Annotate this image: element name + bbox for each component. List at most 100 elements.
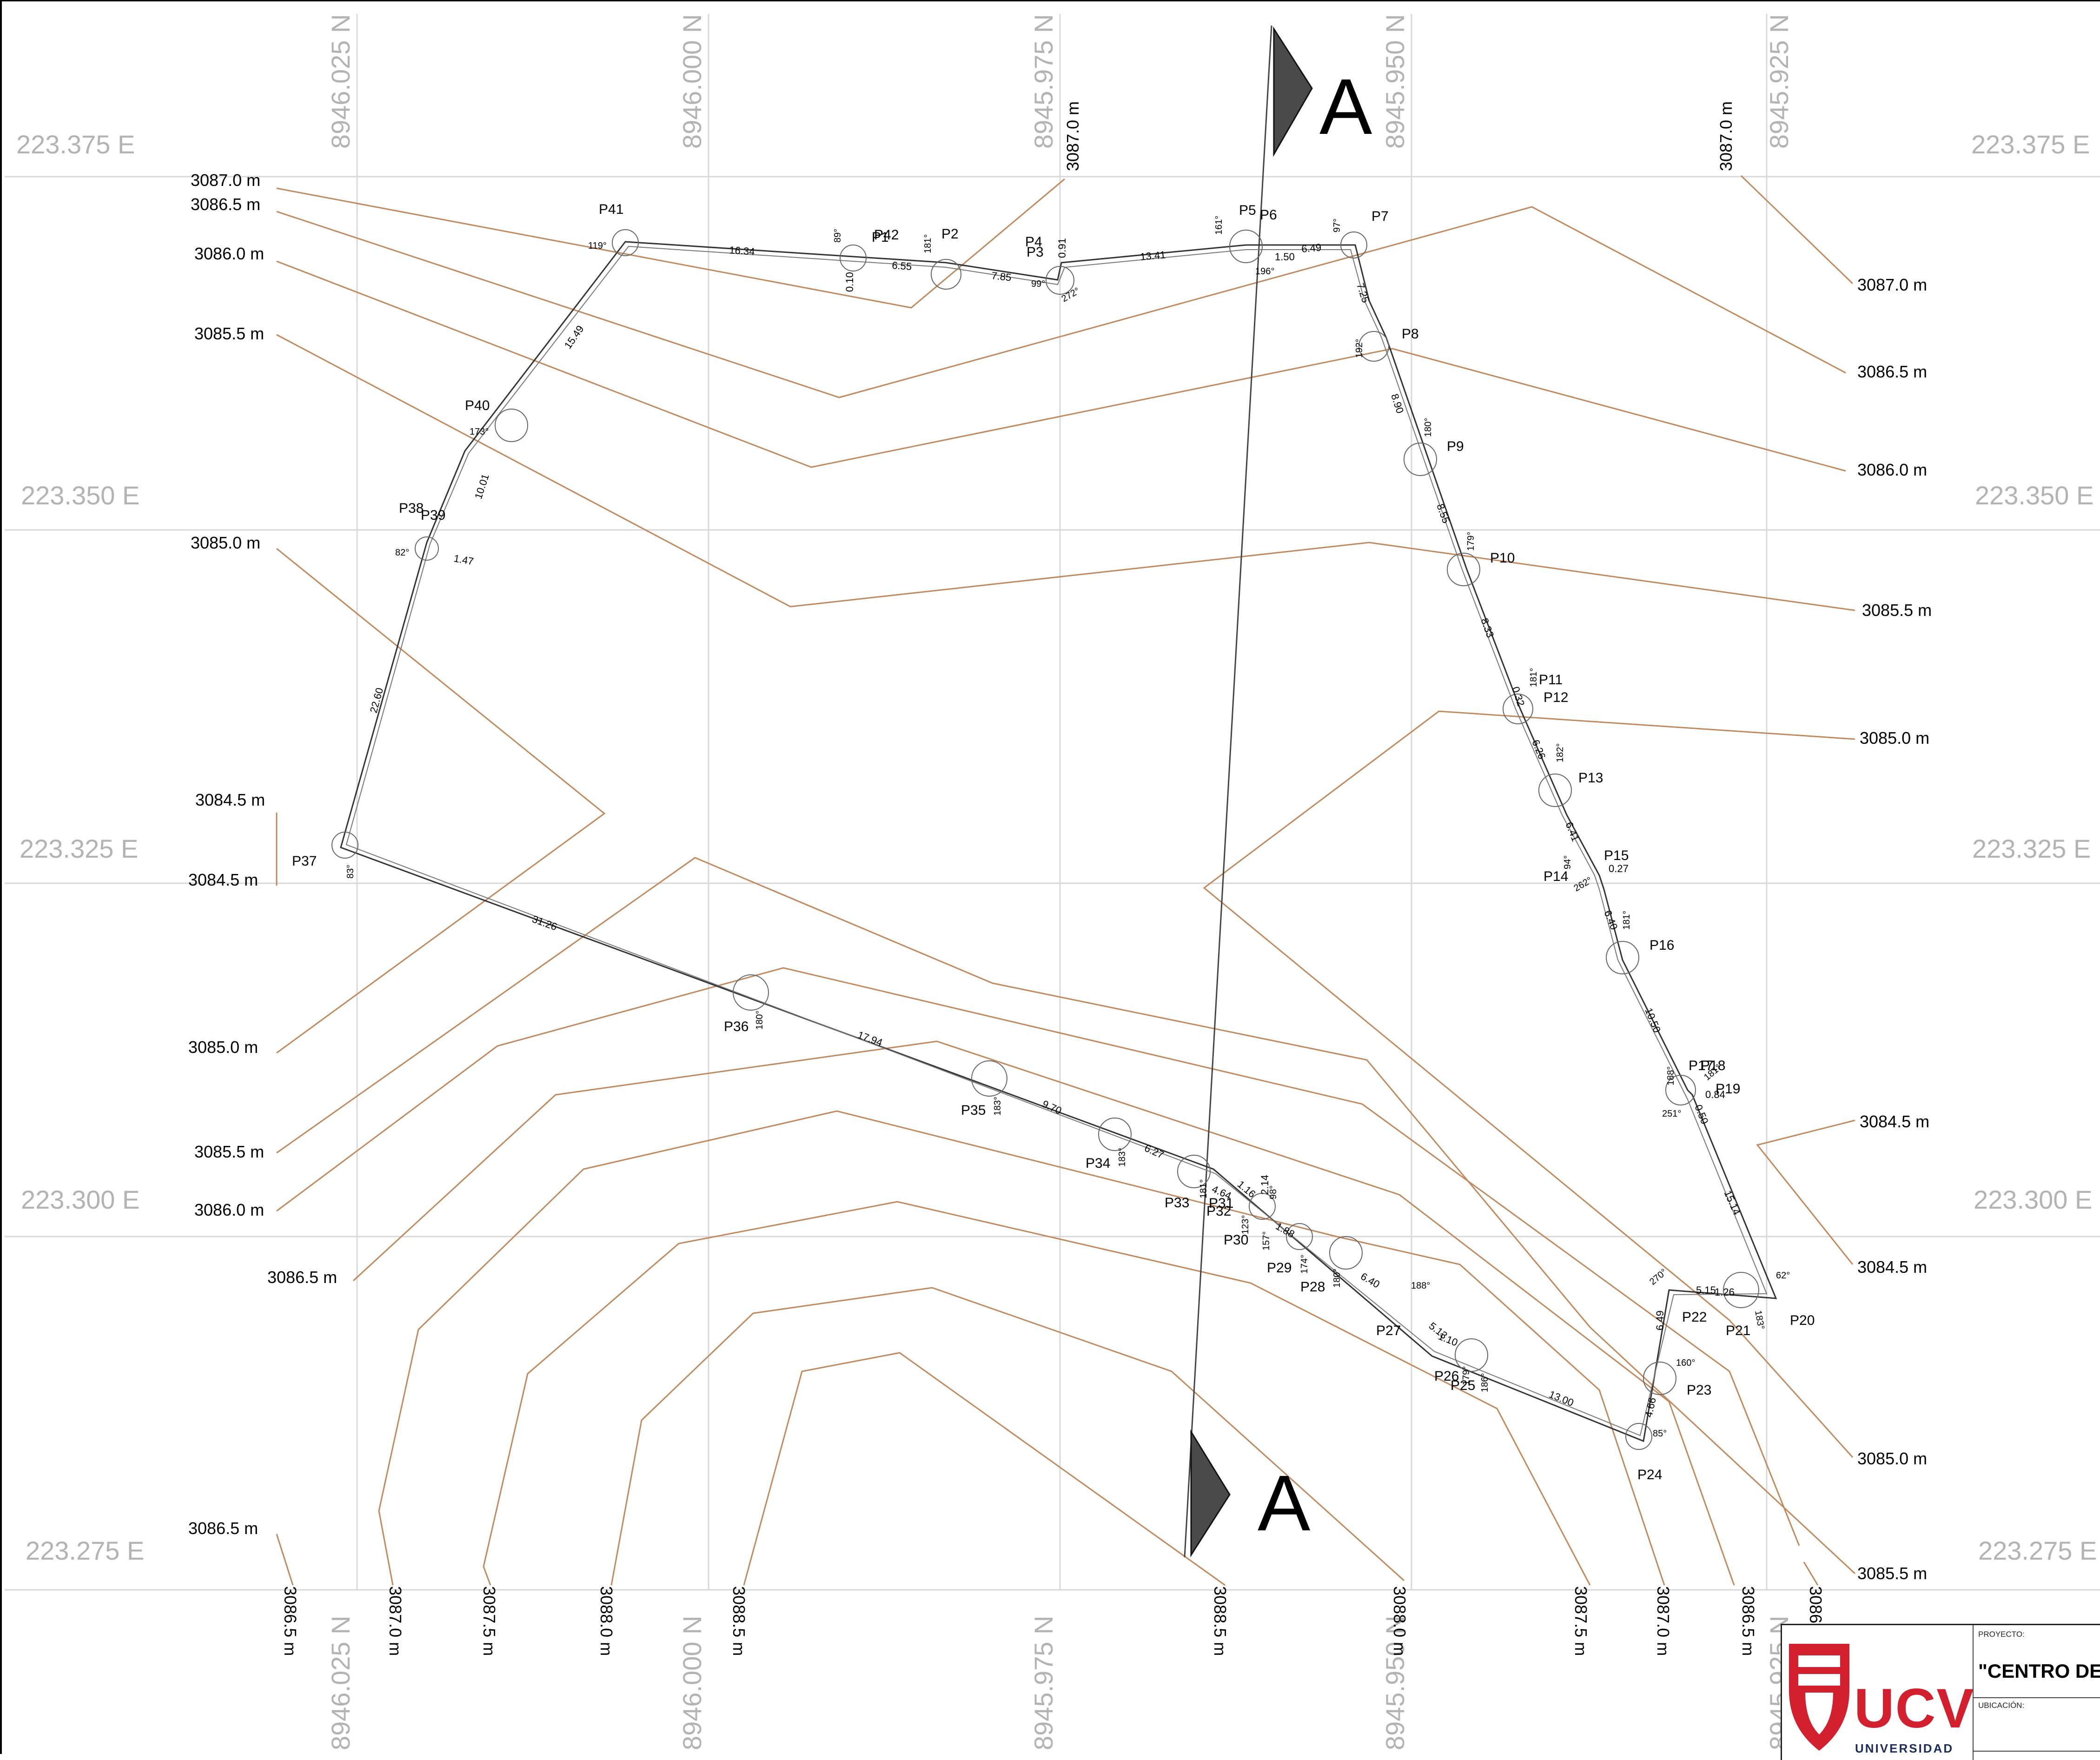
contour-label-left-5: 3085.0 m bbox=[191, 533, 260, 552]
contour-label-right-9: 3085.5 m bbox=[1857, 1564, 1927, 1583]
contour-label-bottom-3: 3087.5 m bbox=[480, 1586, 499, 1656]
contour-label-bottom-5: 3088.5 m bbox=[729, 1586, 749, 1656]
coordinate-grid bbox=[5, 14, 2100, 1591]
angle-p40: 173° bbox=[470, 427, 489, 437]
easting-right-3: 223.325 E bbox=[1972, 834, 2091, 863]
angle-p17: 188° bbox=[1666, 1066, 1676, 1085]
angle-p23: 160° bbox=[1676, 1358, 1695, 1368]
point-label-p37: P37 bbox=[292, 854, 317, 869]
contour-label-right-1: 3087.0 m bbox=[1857, 275, 1927, 294]
angle-p24: 85° bbox=[1653, 1429, 1667, 1439]
angle-p9: 180° bbox=[1423, 418, 1433, 437]
contour-label-right-6: 3084.5 m bbox=[1860, 1112, 1929, 1131]
arc-p41 bbox=[612, 229, 639, 256]
seg-length-5-6: 1.50 bbox=[1275, 251, 1295, 263]
point-label-p24: P24 bbox=[1637, 1467, 1662, 1482]
contour-lines bbox=[276, 175, 1856, 1586]
angle-p25: 179° bbox=[1461, 1366, 1471, 1385]
point-label-p3: P3 bbox=[1027, 245, 1044, 260]
point-label-p29: P29 bbox=[1267, 1260, 1292, 1276]
angle-p16: 181° bbox=[1622, 911, 1632, 930]
university-logo: UCV UNIVERSIDAD bbox=[1782, 1625, 1974, 1760]
seg-length-7-8: 7.25 bbox=[1354, 282, 1371, 304]
angle-p21: 183° bbox=[1753, 1310, 1766, 1330]
section-cut-line bbox=[1184, 25, 1272, 1558]
seg-length-6-7: 6.49 bbox=[1301, 241, 1322, 255]
contour-label-top-1: 3087.0 m bbox=[1063, 101, 1082, 171]
arc-p5 bbox=[1229, 230, 1263, 263]
seg-length-42-1: 0.10 bbox=[844, 272, 855, 292]
contour-labels: 3087.0 m 3086.5 m 3086.0 m 3085.5 m 3085… bbox=[188, 101, 1932, 1656]
ucv-shield-icon bbox=[1789, 1644, 1849, 1751]
contour-3085-left bbox=[276, 548, 606, 1054]
contour-label-right-5: 3085.0 m bbox=[1860, 728, 1929, 748]
contour-label-bottom-6: 3088.5 m bbox=[1211, 1586, 1230, 1656]
contour-label-right-4: 3085.5 m bbox=[1862, 601, 1932, 620]
point-label-p31: P31 bbox=[1209, 1196, 1233, 1211]
contour-label-right-7: 3084.5 m bbox=[1857, 1257, 1927, 1277]
point-label-p32: P32 bbox=[1206, 1204, 1231, 1219]
easting-right-5: 223.275 E bbox=[1978, 1536, 2097, 1565]
contour-label-left-6: 3084.5 m bbox=[195, 790, 265, 809]
arc-p18 bbox=[1665, 1075, 1696, 1105]
frame-border-left bbox=[0, 0, 2, 1754]
point-label-p21: P21 bbox=[1726, 1323, 1750, 1338]
point-label-p13: P13 bbox=[1578, 770, 1603, 786]
frame-border-top bbox=[0, 0, 2100, 1]
arc-p2 bbox=[931, 259, 961, 290]
point-label-p23: P23 bbox=[1687, 1383, 1711, 1398]
contour-label-right-2: 3086.5 m bbox=[1857, 362, 1927, 381]
arc-p7 bbox=[1340, 232, 1367, 258]
seg-length-2-3: 7.85 bbox=[991, 270, 1012, 283]
point-label-p27: P27 bbox=[1376, 1323, 1401, 1338]
contour-label-bottom-9: 3087.0 m bbox=[1654, 1586, 1673, 1656]
seg-length-41-1: 16.34 bbox=[729, 244, 755, 258]
seg-length-3-4: 0.91 bbox=[1056, 238, 1068, 258]
contour-label-left-12: 3086.5 m bbox=[188, 1519, 258, 1538]
angle-p13: 182° bbox=[1555, 743, 1565, 762]
point-label-p12: P12 bbox=[1544, 690, 1568, 705]
contour-label-bottom-11: 3086 bbox=[1806, 1586, 1825, 1623]
point-label-p40: P40 bbox=[465, 398, 490, 413]
seg-length-24-25: 13.00 bbox=[1547, 1388, 1575, 1409]
contour-3085_5-top bbox=[276, 334, 1855, 611]
easting-left-3: 223.325 E bbox=[20, 834, 138, 863]
section-arrow-top bbox=[1273, 26, 1313, 157]
point-label-p42: P42 bbox=[874, 227, 899, 243]
contour-3086_5-bottom-left bbox=[276, 1534, 294, 1586]
seg-length-36-37: 31.26 bbox=[530, 913, 558, 933]
northing-top-3: 8945.975 N bbox=[1029, 14, 1058, 149]
point-label-p33: P33 bbox=[1165, 1195, 1189, 1211]
title-divider-lower bbox=[1974, 1751, 2100, 1752]
contour-3087_5-bottom bbox=[483, 1201, 1591, 1586]
arc-p34 bbox=[1098, 1118, 1132, 1151]
point-label-p17: P17 bbox=[1689, 1058, 1713, 1073]
angle-p33: 181° bbox=[1199, 1179, 1209, 1198]
arc-p8 bbox=[1358, 331, 1389, 362]
contour-label-left-4: 3085.5 m bbox=[194, 324, 264, 343]
contour-3087-top-left bbox=[276, 178, 1065, 309]
seg-length-14-15: 0.27 bbox=[1609, 863, 1629, 874]
seg-length-33-34: 6.27 bbox=[1143, 1142, 1166, 1161]
seg-length-8-9: 8.90 bbox=[1389, 392, 1406, 415]
arc-p29 bbox=[1286, 1223, 1313, 1250]
seg-length-18-19: 0.50 bbox=[1692, 1103, 1710, 1126]
point-label-p14: P14 bbox=[1544, 869, 1568, 884]
angle-p11: 181° bbox=[1529, 668, 1539, 687]
point-label-p5: P5 bbox=[1239, 203, 1256, 218]
grid-labels: 8946.025 N 8946.000 N 8945.975 N 8945.95… bbox=[16, 14, 2097, 1750]
point-label-p4: P4 bbox=[1025, 234, 1042, 250]
point-label-p9: P9 bbox=[1447, 439, 1464, 454]
arc-p37 bbox=[331, 832, 358, 859]
seg-length-10-11: 8.33 bbox=[1478, 616, 1496, 639]
title-block: UCV UNIVERSIDAD PROYECTO: "CENTRO DE UBI… bbox=[1781, 1624, 2100, 1760]
seg-length-39-40: 10.01 bbox=[472, 472, 491, 500]
angle-p8: 192° bbox=[1354, 339, 1365, 358]
boundary-outer-line bbox=[340, 241, 1777, 1442]
contour-label-right-8: 3085.0 m bbox=[1857, 1449, 1927, 1468]
logo-subtext: UNIVERSIDAD bbox=[1855, 1741, 1954, 1755]
angle-p3: 99° bbox=[1031, 279, 1045, 289]
seg-length-17-18: 0.84 bbox=[1705, 1089, 1725, 1100]
seg-length-35-36: 17.94 bbox=[856, 1029, 884, 1048]
contour-3086_5-top bbox=[276, 206, 1846, 398]
